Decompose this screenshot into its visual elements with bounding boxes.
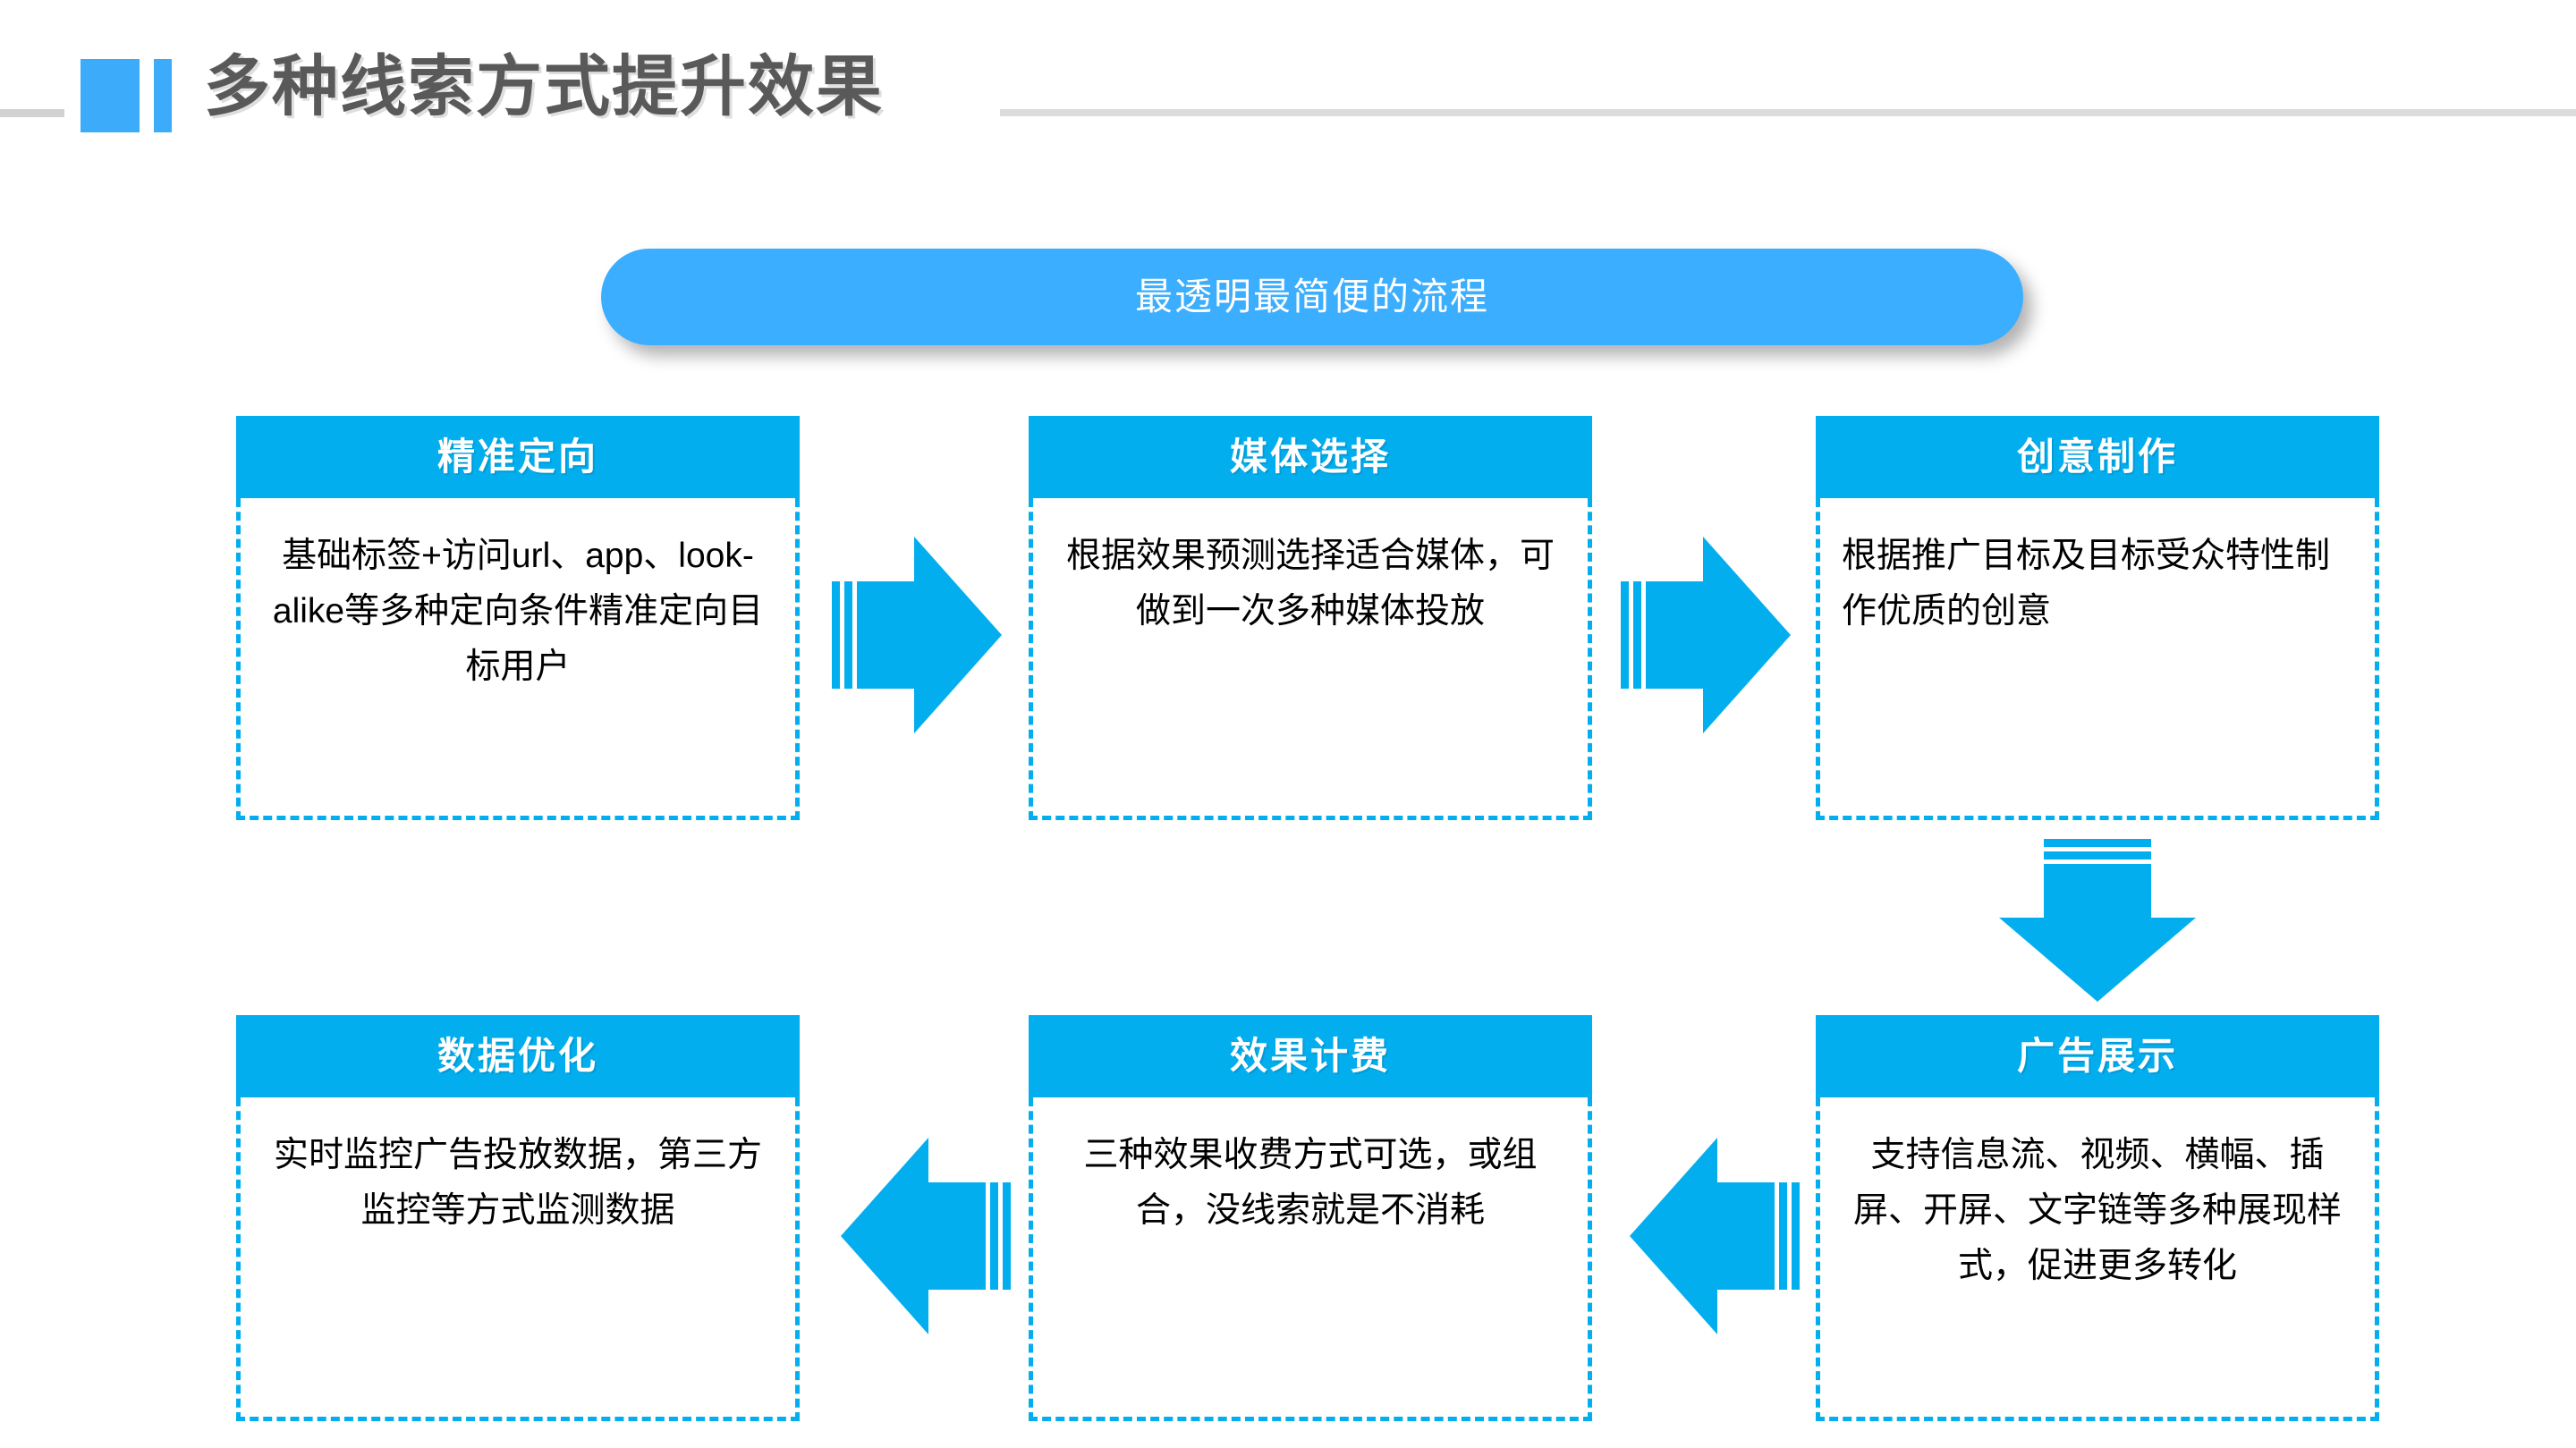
card-header: 效果计费 [1029,1015,1592,1097]
card-header-label: 效果计费 [1229,1035,1391,1077]
card-body: 支持信息流、视频、横幅、插屏、开屏、文字链等多种展现样式，促进更多转化 [1816,1097,2379,1421]
arrow-down-icon [1999,839,2196,1009]
arrow-left-icon [1621,1138,1800,1334]
card-header-label: 广告展示 [2016,1035,2178,1077]
card-body: 实时监控广告投放数据，第三方监控等方式监测数据 [236,1097,800,1421]
card-performance-billing[interactable]: 效果计费 三种效果收费方式可选，或组合，没线索就是不消耗 [1029,1015,1592,1421]
arrow-left-icon [832,1138,1011,1334]
card-header: 精准定向 [236,416,800,498]
page-title: 多种线索方式提升效果 [204,49,884,123]
card-header-label: 数据优化 [436,1035,598,1077]
card-header: 创意制作 [1816,416,2379,498]
card-body-text: 基础标签+访问url、app、look-alike等多种定向条件精准定向目标用户 [272,537,764,686]
arrow-right-icon [832,537,1011,733]
card-header-label: 媒体选择 [1229,436,1391,478]
card-ad-display[interactable]: 广告展示 支持信息流、视频、横幅、插屏、开屏、文字链等多种展现样式，促进更多转化 [1816,1015,2379,1421]
card-body-text: 实时监控广告投放数据，第三方监控等方式监测数据 [273,1136,762,1230]
arrow-right-icon [1621,537,1800,733]
card-media-selection[interactable]: 媒体选择 根据效果预测选择适合媒体，可做到一次多种媒体投放 [1029,416,1592,820]
title-rule-right [1000,109,2576,116]
title-rule-left [0,109,64,117]
card-header: 媒体选择 [1029,416,1592,498]
process-banner: 最透明最简便的流程 [601,249,2023,345]
card-header-label: 精准定向 [436,436,598,478]
card-data-optimization[interactable]: 数据优化 实时监控广告投放数据，第三方监控等方式监测数据 [236,1015,800,1421]
process-banner-label: 最透明最简便的流程 [1134,275,1489,318]
card-header: 广告展示 [1816,1015,2379,1097]
card-body-text: 三种效果收费方式可选，或组合，没线索就是不消耗 [1083,1136,1538,1230]
card-body: 根据效果预测选择适合媒体，可做到一次多种媒体投放 [1029,498,1592,820]
card-body: 三种效果收费方式可选，或组合，没线索就是不消耗 [1029,1097,1592,1421]
card-body-text: 根据效果预测选择适合媒体，可做到一次多种媒体投放 [1065,537,1555,631]
card-body: 基础标签+访问url、app、look-alike等多种定向条件精准定向目标用户 [236,498,800,820]
card-header: 数据优化 [236,1015,800,1097]
card-precise-targeting[interactable]: 精准定向 基础标签+访问url、app、look-alike等多种定向条件精准定… [236,416,800,820]
title-accent-bar-narrow [154,59,172,132]
card-header-label: 创意制作 [2016,436,2178,478]
card-body: 根据推广目标及目标受众特性制作优质的创意 [1816,498,2379,820]
card-creative-production[interactable]: 创意制作 根据推广目标及目标受众特性制作优质的创意 [1816,416,2379,820]
card-body-text: 根据推广目标及目标受众特性制作优质的创意 [1842,537,2331,631]
title-accent-bar-wide [80,59,140,132]
card-body-text: 支持信息流、视频、横幅、插屏、开屏、文字链等多种展现样式，促进更多转化 [1852,1136,2342,1285]
